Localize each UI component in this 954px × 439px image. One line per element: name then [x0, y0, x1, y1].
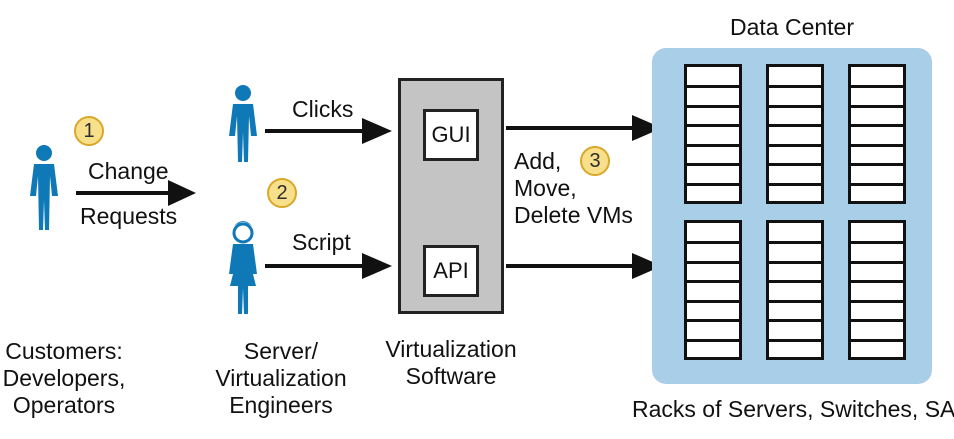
server-rack-icon [684, 64, 742, 204]
engineers-caption-line-1: Server/ [243, 338, 319, 364]
rack-slot-divider [851, 124, 903, 127]
rack-slot-divider [769, 299, 821, 303]
step-1-badge: 1 [74, 116, 104, 146]
rack-slot-divider [687, 85, 739, 88]
customers-caption-line-2: Developers, [2, 365, 126, 391]
script-arrow [265, 253, 392, 279]
step-3-badge: 3 [580, 146, 610, 176]
clicks-arrow [265, 118, 392, 144]
customers-caption-line-1: Customers: [5, 338, 123, 364]
rack-slot-divider [769, 143, 821, 147]
customers-caption-line-3: Operators [12, 392, 116, 418]
engineer-male-icon [229, 85, 257, 162]
rack-slot-divider [687, 280, 739, 283]
rack-slot-divider [769, 260, 821, 264]
server-rack-icon [848, 220, 906, 360]
api-box: API [423, 245, 479, 297]
rack-slot-divider [851, 299, 903, 303]
rack-slot-divider [851, 163, 903, 166]
server-rack-icon [684, 220, 742, 360]
rack-slot-divider [769, 104, 821, 108]
rack-slot-divider [687, 319, 739, 322]
rack-slot-divider [769, 280, 821, 283]
rack-slot-divider [769, 182, 821, 186]
api-to-datacenter-arrow [506, 253, 662, 279]
customer-person-icon [30, 145, 58, 230]
engineer-female-icon [229, 221, 257, 314]
server-rack-icon [766, 64, 824, 204]
server-rack-icon [766, 220, 824, 360]
rack-slot-divider [687, 338, 739, 342]
rack-slot-divider [687, 163, 739, 166]
rack-slot-divider [687, 260, 739, 264]
rack-slot-divider [851, 182, 903, 186]
rack-slot-divider [687, 299, 739, 303]
virtualization-caption: Virtualization Software [376, 336, 526, 390]
rack-slot-divider [687, 104, 739, 108]
change-requests-arrow [76, 180, 196, 206]
rack-slot-divider [769, 163, 821, 166]
actions-line-3: Delete VMs [514, 202, 633, 228]
datacenter-title: Data Center [729, 14, 854, 40]
change-label: Change [88, 158, 169, 184]
rack-slot-divider [687, 182, 739, 186]
rack-slot-divider [851, 143, 903, 147]
gui-box: GUI [423, 109, 479, 161]
gui-to-datacenter-arrow [506, 115, 662, 141]
virtualization-caption-line-2: Software [405, 363, 497, 389]
engineers-caption-line-3: Engineers [229, 392, 333, 418]
rack-slot-divider [769, 241, 821, 244]
engineers-caption-line-2: Virtualization [215, 365, 347, 391]
rack-slot-divider [769, 319, 821, 322]
script-label: Script [292, 229, 351, 255]
datacenter-panel [652, 48, 932, 384]
rack-slot-divider [769, 124, 821, 127]
server-rack-icon [848, 64, 906, 204]
actions-line-1: Add, [514, 148, 562, 174]
requests-label: Requests [80, 203, 178, 229]
rack-slot-divider [851, 104, 903, 108]
rack-slot-divider [851, 260, 903, 264]
rack-slot-divider [687, 241, 739, 244]
customers-caption: Customers: Developers, Operators [0, 338, 128, 419]
rack-slot-divider [769, 338, 821, 342]
rack-slot-divider [687, 124, 739, 127]
rack-slot-divider [851, 85, 903, 88]
virtualization-software-box: GUI API [398, 78, 504, 314]
rack-slot-divider [687, 143, 739, 147]
engineers-caption: Server/ Virtualization Engineers [206, 338, 356, 419]
rack-slot-divider [851, 241, 903, 244]
rack-slot-divider [851, 319, 903, 322]
rack-slot-divider [851, 338, 903, 342]
datacenter-caption: Racks of Servers, Switches, SAN [632, 396, 954, 422]
clicks-label: Clicks [292, 96, 354, 122]
rack-slot-divider [851, 280, 903, 283]
actions-label: Add, Move, Delete VMs [514, 148, 633, 229]
virtualization-caption-line-1: Virtualization [385, 336, 517, 362]
actions-line-2: Move, [514, 175, 577, 201]
step-2-badge: 2 [267, 178, 297, 208]
rack-slot-divider [769, 85, 821, 88]
